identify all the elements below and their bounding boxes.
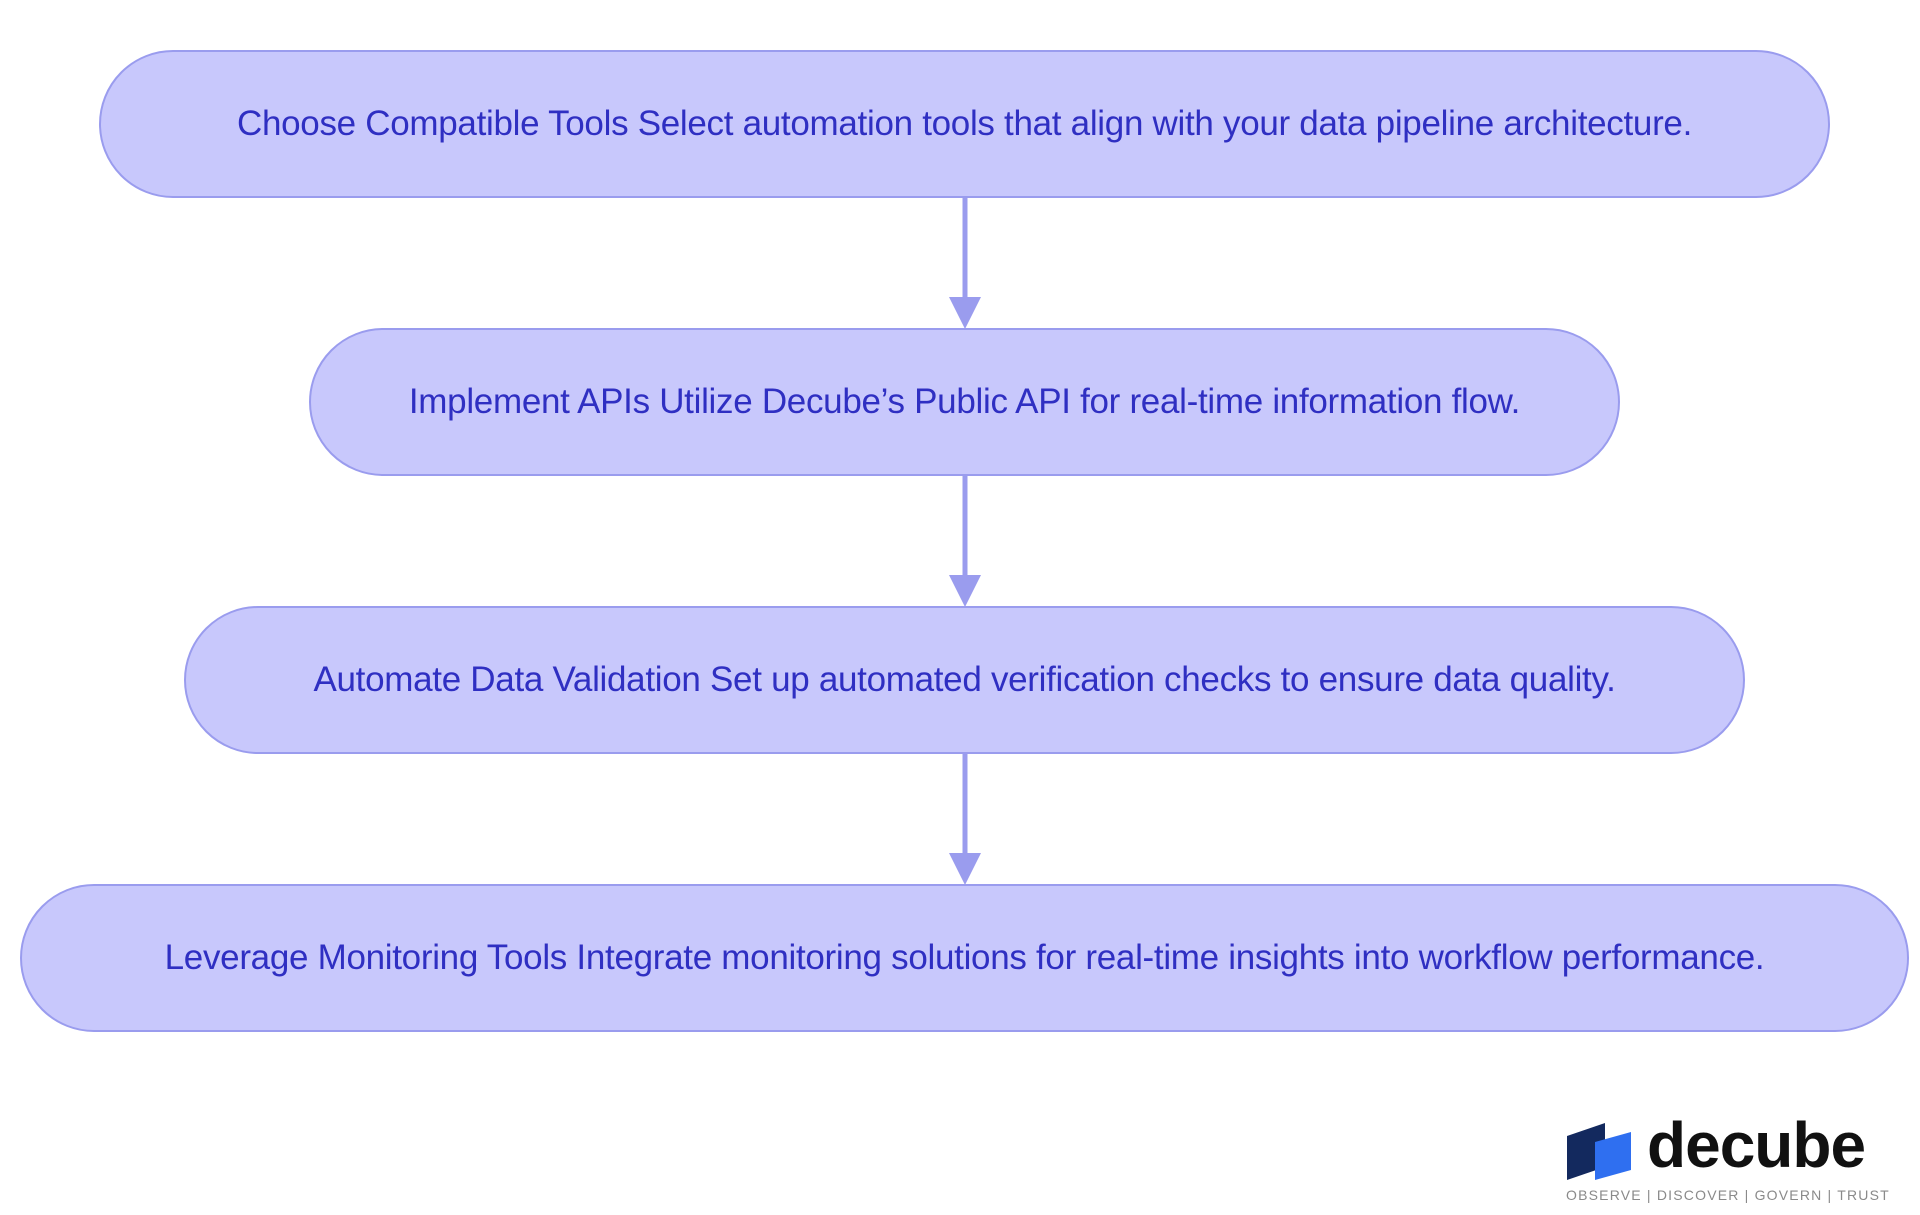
flow-step-automate-validation: Automate Data Validation Set up automate…	[184, 606, 1745, 754]
flow-step-implement-apis: Implement APIs Utilize Decube’s Public A…	[309, 328, 1620, 476]
flow-step-choose-tools: Choose Compatible Tools Select automatio…	[99, 50, 1830, 198]
arrowhead-icon	[949, 575, 981, 607]
decube-logo-icon	[1567, 1123, 1631, 1180]
edge-3-4	[949, 754, 981, 885]
flow-step-label: Automate Data Validation Set up automate…	[313, 660, 1616, 699]
decube-logo: decube OBSERVE | DISCOVER | GOVERN | TRU…	[1565, 1109, 1889, 1205]
flow-step-label: Leverage Monitoring Tools Integrate moni…	[164, 938, 1765, 977]
logo-tagline: OBSERVE | DISCOVER | GOVERN | TRUST	[1566, 1187, 1890, 1203]
logo-wordmark: decube	[1647, 1109, 1866, 1181]
edge-1-2	[949, 198, 981, 329]
flow-step-label: Choose Compatible Tools Select automatio…	[236, 104, 1693, 143]
edge-2-3	[949, 476, 981, 607]
flow-step-monitoring-tools: Leverage Monitoring Tools Integrate moni…	[20, 884, 1909, 1032]
arrowhead-icon	[949, 297, 981, 329]
arrowhead-icon	[949, 853, 981, 885]
flow-step-label: Implement APIs Utilize Decube’s Public A…	[408, 382, 1521, 421]
